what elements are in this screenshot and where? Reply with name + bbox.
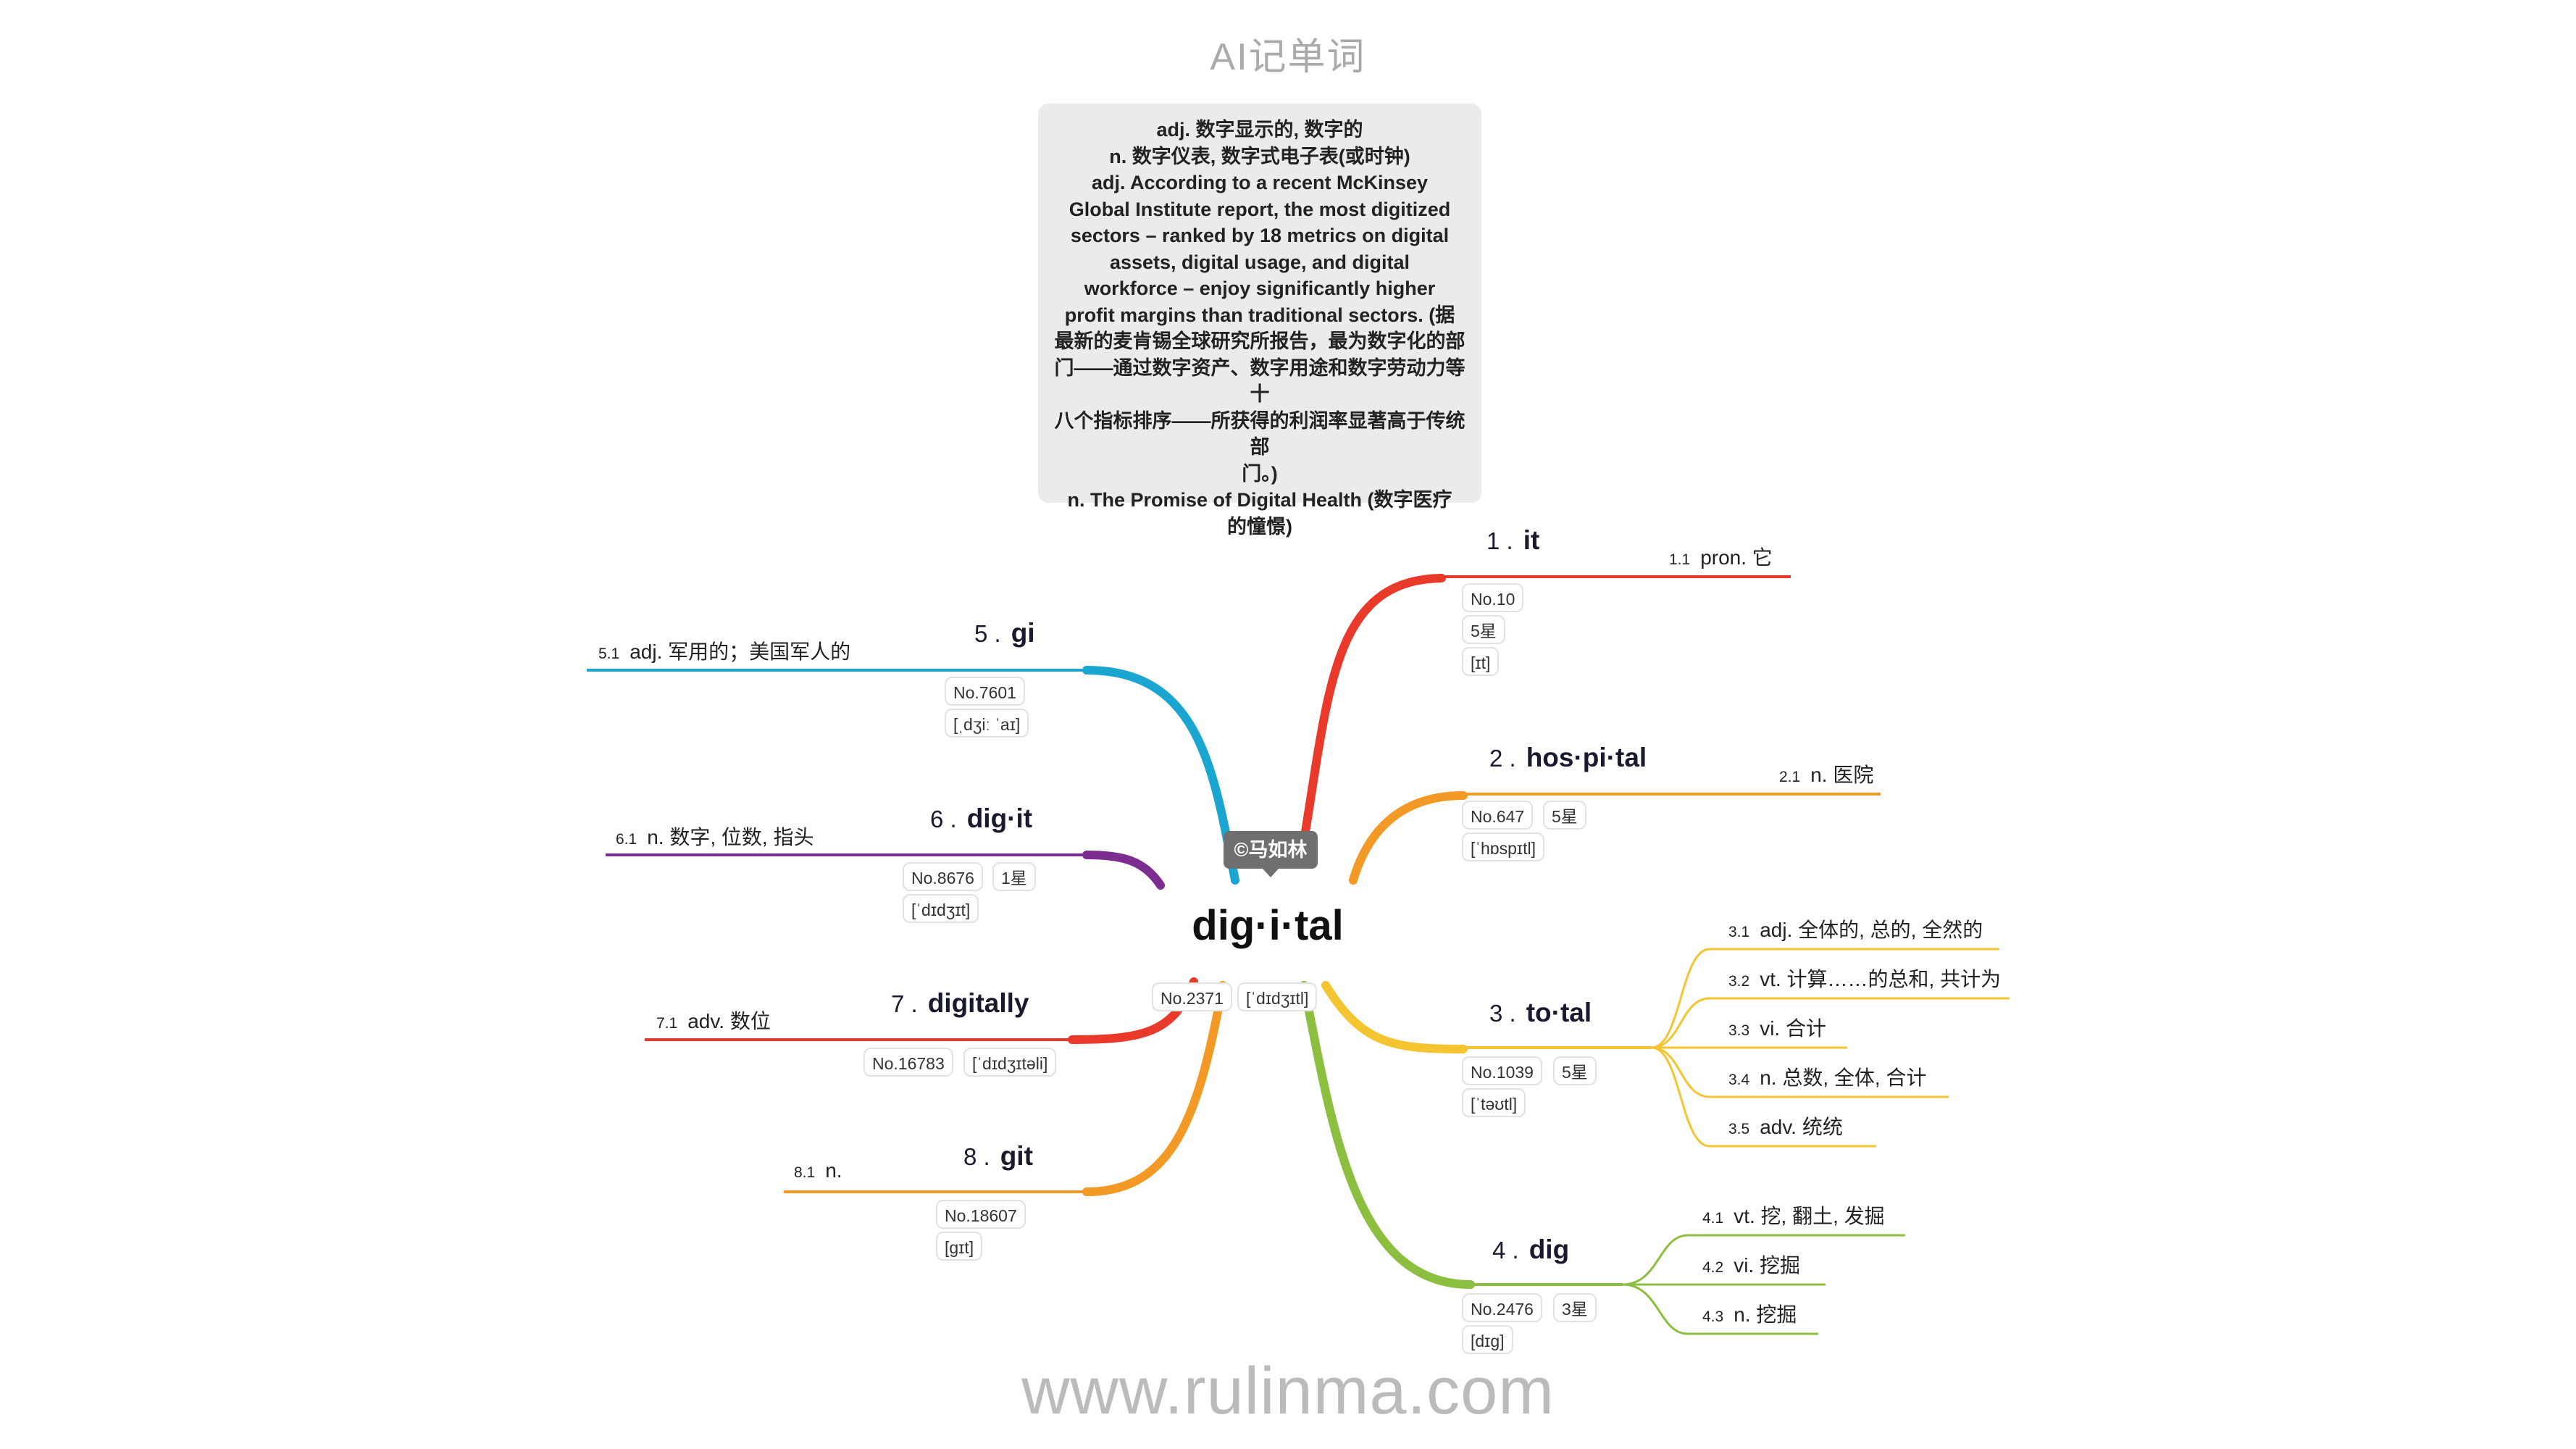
branch-word: git: [1000, 1141, 1033, 1171]
branch-word: hos·pi·tal: [1526, 743, 1647, 772]
stars-tag: 1星: [992, 862, 1036, 891]
leaf-connector: [1622, 1234, 1905, 1286]
branch-connector-hospital: [1349, 791, 1468, 885]
definition-line: assets, digital usage, and digital: [1109, 251, 1410, 273]
branch-number: 6 .: [930, 806, 957, 832]
definition-line: Global Institute report, the most digiti…: [1069, 198, 1451, 220]
branch-connector-dig: [1300, 981, 1475, 1289]
definition-line: 最新的麦肯锡全球研究所报告，最为数字化的部: [1054, 330, 1465, 352]
rank-tag: No.1039: [1462, 1056, 1542, 1085]
branch-title-gi[interactable]: 5 . gi: [974, 618, 1035, 648]
branch-connector-total: [1321, 981, 1468, 1053]
app-title: AI记单词: [1210, 36, 1366, 78]
phonetic-tag: [ˈdɪdʒɪtəli]: [963, 1048, 1057, 1077]
footer-url[interactable]: www.rulinma.com: [1021, 1354, 1555, 1428]
definition-line: n. The Promise of Digital Health (数字医疗: [1067, 489, 1452, 511]
branch-word: to·tal: [1526, 998, 1592, 1027]
rank-tag: No.18607: [936, 1200, 1026, 1229]
watermark-badge: ©马如林: [1224, 831, 1318, 877]
branch-title-git[interactable]: 8 . git: [963, 1141, 1033, 1172]
phonetic-tag: [ˈdɪdʒɪt]: [903, 894, 979, 923]
leaf-connector: [1651, 997, 2010, 1049]
leaf-connector: [1651, 1046, 1876, 1148]
branch-word: digitally: [927, 988, 1029, 1018]
definition-line: adj. According to a recent McKinsey: [1091, 172, 1429, 193]
definition-line: 门。): [1242, 462, 1278, 485]
branch-number: 4 .: [1492, 1237, 1519, 1264]
rank-tag: No.10: [1462, 583, 1524, 612]
stars-tag: 5星: [1462, 615, 1505, 644]
branch-connector-gi: [1082, 666, 1239, 885]
rank-tag: No.7601: [945, 677, 1025, 706]
branch-title-total[interactable]: 3 . to·tal: [1489, 998, 1592, 1028]
branch-title-digit[interactable]: 6 . dig·it: [930, 803, 1032, 834]
rank-tag: No.647: [1462, 801, 1534, 830]
branch-title-hospital[interactable]: 2 . hos·pi·tal: [1489, 743, 1647, 773]
phonetic-tag: [ˈtəʊtl]: [1462, 1088, 1526, 1117]
center-word: dig·i·tal: [1192, 902, 1344, 949]
phonetic-tag: [ɪt]: [1462, 647, 1500, 676]
branch-title-dig[interactable]: 4 . dig: [1492, 1235, 1569, 1265]
phonetic-tag: [dɪg]: [1462, 1325, 1513, 1354]
definition-line: 的憧憬): [1227, 515, 1292, 538]
definition-line: workforce – enjoy significantly higher: [1084, 277, 1436, 299]
branch-word: gi: [1011, 618, 1035, 648]
definition-line: adj. 数字显示的, 数字的: [1156, 119, 1363, 141]
definition-line: profit margins than traditional sectors.…: [1064, 304, 1455, 326]
leaf-connector: [1622, 1283, 1818, 1335]
branch-title-it[interactable]: 1 . it: [1486, 525, 1539, 556]
stars-tag: 3星: [1553, 1293, 1597, 1322]
definition-line: sectors – ranked by 18 metrics on digita…: [1070, 225, 1450, 246]
definition-line: 门——通过数字资产、数字用途和数字劳动力等十: [1054, 356, 1465, 406]
definition-line: 八个指标排序——所获得的利润率显著高于传统部: [1054, 409, 1465, 459]
branch-number: 1 .: [1486, 527, 1513, 554]
rank-tag: No.2476: [1462, 1293, 1542, 1322]
branch-word: dig: [1529, 1235, 1570, 1264]
branch-connector-git: [1082, 981, 1227, 1196]
phonetic-tag: [ˌdʒiː ˈaɪ]: [945, 709, 1029, 738]
branch-number: 5 .: [974, 620, 1001, 647]
branch-number: 8 .: [963, 1143, 990, 1170]
branch-connector-it: [1300, 574, 1446, 845]
leaf-connector: [1651, 948, 1999, 1049]
phonetic-tag: [gɪt]: [936, 1232, 983, 1261]
stars-tag: 5星: [1543, 801, 1586, 830]
branch-number: 3 .: [1489, 1000, 1516, 1027]
branch-word: dig·it: [966, 803, 1033, 833]
leaf-connector: [1651, 1046, 1949, 1098]
branch-number: 7 .: [891, 990, 918, 1017]
center-number-tag: No.2371: [1152, 982, 1232, 1011]
center-phonetic-tag: [ˈdɪdʒɪtl]: [1237, 982, 1318, 1011]
definition-line: n. 数字仪表, 数字式电子表(或时钟): [1109, 145, 1410, 167]
branch-title-digitally[interactable]: 7 . digitally: [891, 988, 1029, 1019]
rank-tag: No.16783: [863, 1048, 953, 1077]
branch-number: 2 .: [1489, 745, 1516, 772]
phonetic-tag: [ˈhɒspɪtl]: [1462, 832, 1545, 861]
rank-tag: No.8676: [903, 862, 983, 891]
branch-connector-digit: [1082, 851, 1165, 890]
definition-box: adj. 数字显示的, 数字的 n. 数字仪表, 数字式电子表(或时钟) adj…: [1038, 104, 1481, 538]
stars-tag: 5星: [1553, 1056, 1597, 1085]
branch-word: it: [1523, 525, 1540, 555]
